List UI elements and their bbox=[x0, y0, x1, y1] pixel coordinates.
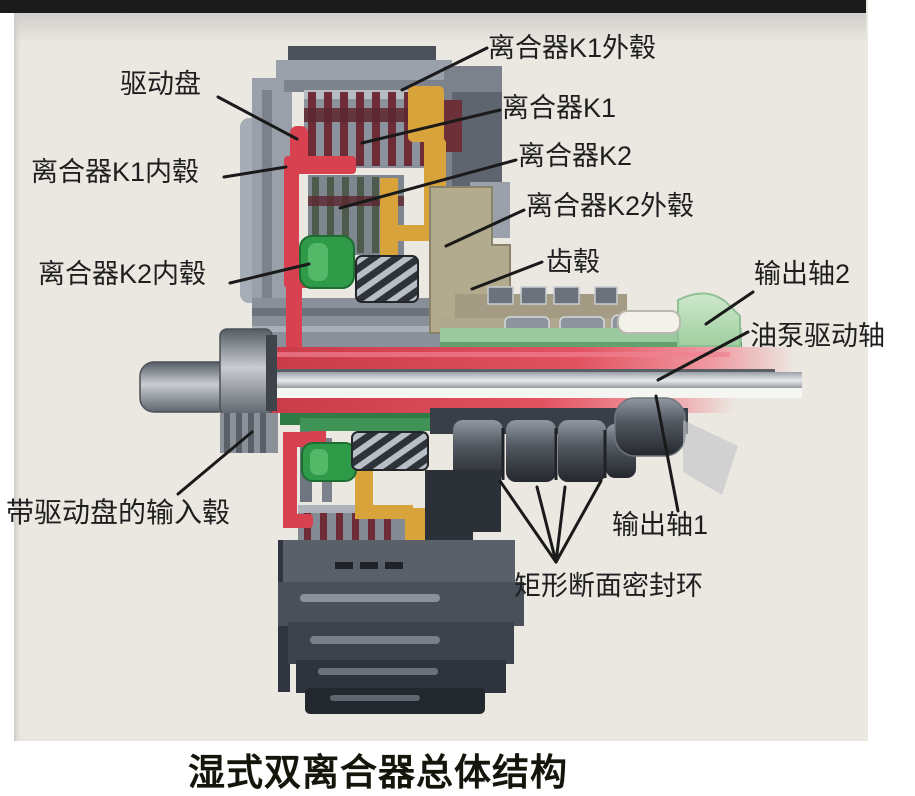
figure-caption: 湿式双离合器总体结构 bbox=[188, 752, 568, 793]
lower-dark-housing bbox=[278, 470, 524, 714]
input-hub-left-stub bbox=[139, 328, 278, 453]
leader-k2-inner bbox=[228, 262, 311, 285]
label-gear-hub: 齿毂 bbox=[546, 247, 600, 277]
label-output-shaft-1: 输出轴1 bbox=[612, 510, 709, 540]
label-clutch-k2-inner-hub: 离合器K2内毂 bbox=[38, 259, 207, 289]
leader-oil-pump-shaft bbox=[656, 330, 750, 382]
output-shaft-2-green bbox=[440, 292, 742, 347]
leader-gear-hub bbox=[470, 260, 544, 291]
label-clutch-k2: 离合器K2 bbox=[518, 141, 633, 171]
leader-k1 bbox=[360, 108, 502, 145]
top-bar-fade bbox=[14, 13, 866, 43]
label-clutch-k1-inner-hub: 离合器K1内毂 bbox=[31, 157, 200, 187]
leader-lines bbox=[176, 46, 755, 564]
label-drive-plate: 驱动盘 bbox=[120, 69, 201, 99]
top-black-bar bbox=[0, 0, 866, 13]
housing-gray-parts bbox=[240, 46, 510, 348]
label-clutch-k1: 离合器K1 bbox=[502, 93, 617, 123]
label-output-shaft-2: 输出轴2 bbox=[754, 259, 851, 289]
leader-k1-outer bbox=[400, 46, 489, 92]
central-shafts bbox=[230, 347, 802, 413]
leader-output-1 bbox=[654, 394, 680, 513]
label-rect-section-seal-ring: 矩形断面密封环 bbox=[514, 571, 703, 601]
leader-input-hub bbox=[176, 430, 254, 496]
leader-k2 bbox=[338, 158, 518, 210]
leader-seal-ring-fan bbox=[498, 479, 603, 564]
leader-drive-plate bbox=[216, 95, 299, 141]
label-oil-pump-drive-shaft: 油泵驱动轴 bbox=[750, 321, 885, 351]
label-clutch-k2-outer-hub: 离合器K2外毂 bbox=[526, 191, 695, 221]
leader-output-2 bbox=[704, 290, 755, 326]
leader-k2-outer bbox=[444, 208, 526, 248]
label-input-hub-with-drive-plate: 带驱动盘的输入毂 bbox=[6, 497, 231, 528]
label-clutch-k1-outer-hub: 离合器K1外毂 bbox=[488, 33, 657, 63]
leader-k1-inner bbox=[222, 165, 288, 179]
seal-ring-cylinders bbox=[430, 397, 738, 495]
coil-springs bbox=[351, 255, 429, 471]
